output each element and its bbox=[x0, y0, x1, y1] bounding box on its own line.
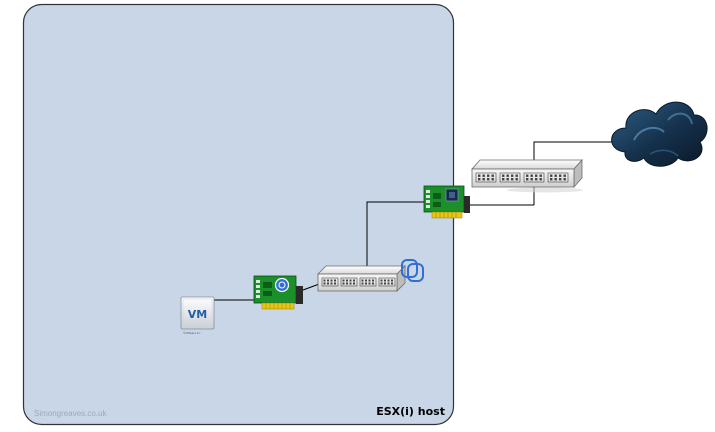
virtual-switch-icon[interactable] bbox=[317, 265, 406, 292]
vm-label: VM bbox=[188, 308, 207, 321]
vm-vendor-text: ©VMware Inc bbox=[183, 331, 201, 335]
connection-lines bbox=[213, 141, 618, 301]
link-vswitch-to-pnic bbox=[366, 201, 424, 266]
vswitch-badge-icon bbox=[401, 259, 424, 282]
physical-nic-card-icon[interactable] bbox=[423, 185, 470, 219]
link-pswitch-to-cloud bbox=[533, 141, 618, 160]
esx-host-label: ESX(i) host bbox=[376, 405, 445, 418]
physical-switch-icon[interactable] bbox=[471, 158, 583, 193]
vm-icon[interactable]: VM ©VMware Inc bbox=[180, 296, 215, 335]
cloud-icon[interactable] bbox=[611, 101, 708, 167]
virtual-nic-card-icon[interactable] bbox=[253, 275, 303, 310]
esx-host-container: ESX(i) host Simongreaves.co.uk bbox=[22, 3, 455, 426]
esx-host-box bbox=[22, 3, 455, 426]
watermark-text: Simongreaves.co.uk bbox=[34, 409, 107, 418]
virtual-badge-icon bbox=[274, 277, 290, 293]
